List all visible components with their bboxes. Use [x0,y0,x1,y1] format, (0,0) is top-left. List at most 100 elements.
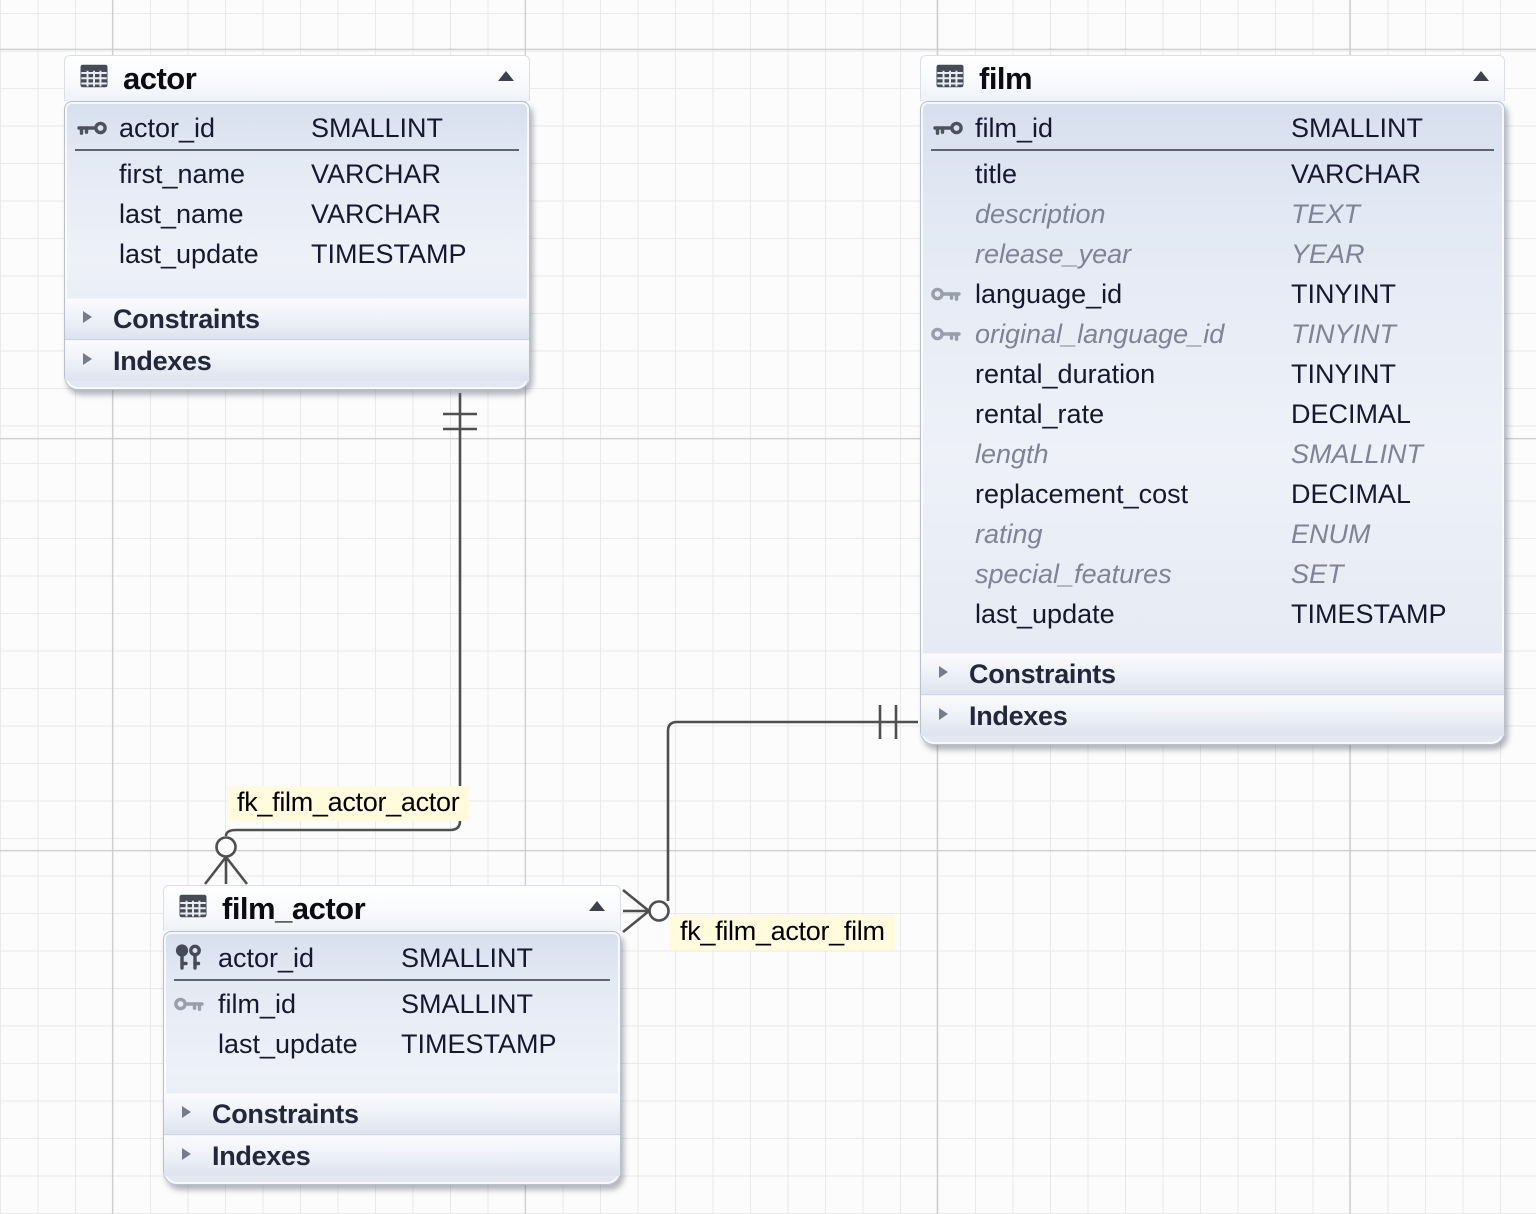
expand-triangle-icon[interactable] [937,664,949,685]
column-row-title[interactable]: title VARCHAR [921,154,1504,194]
pk-key-icon [75,119,119,137]
section-label: Indexes [969,700,1068,731]
column-name: film_id [975,112,1054,143]
one-mandatory-icon [878,705,898,739]
column-name: description [975,198,1106,229]
one-mandatory-icon [443,412,477,431]
column-type: TINYINT [1291,278,1396,309]
collapse-arrow-icon[interactable] [1472,69,1490,88]
expand-triangle-icon[interactable] [180,1104,192,1125]
column-type: SET [1291,558,1344,589]
expand-triangle-icon[interactable] [81,309,93,330]
column-row-rental_duration[interactable]: rental_duration TINYINT [921,354,1504,394]
column-name: last_update [218,1028,358,1059]
primary-key-separator [174,979,610,981]
column-name: last_name [119,198,244,229]
section-constraints[interactable]: Constraints [164,1093,620,1135]
column-type: SMALLINT [311,112,444,143]
column-type: TINYINT [1291,358,1396,389]
section-label: Constraints [969,658,1116,689]
column-row-rental_rate[interactable]: rental_rate DECIMAL [921,394,1504,434]
section-constraints[interactable]: Constraints [65,298,529,340]
section-label: Indexes [113,345,212,376]
column-type: SMALLINT [401,942,534,973]
crow-foot-many-icon [203,836,249,885]
column-row-language_id[interactable]: language_id TINYINT [921,274,1504,314]
section-indexes[interactable]: Indexes [65,340,529,381]
body-spacer [164,1064,620,1093]
column-name: original_language_id [975,318,1225,349]
fk-key-icon [174,995,218,1013]
column-type: VARCHAR [311,158,442,189]
table-header[interactable]: film [920,55,1505,101]
column-type: TEXT [1291,198,1361,229]
column-row-release_year[interactable]: release_year YEAR [921,234,1504,274]
section-indexes[interactable]: Indexes [164,1135,620,1176]
pk-key-icon [931,119,975,137]
column-row-last_update[interactable]: last_update TIMESTAMP [164,1024,620,1064]
table-grid-icon [935,61,965,96]
column-name: release_year [975,238,1132,269]
primary-key-separator [931,149,1494,151]
fk-key-icon [931,325,975,343]
column-row-actor_id[interactable]: actor_id SMALLINT [65,108,529,148]
column-name: actor_id [119,112,216,143]
column-type: TINYINT [1291,318,1396,349]
table-header[interactable]: film_actor [163,885,621,931]
table-grid-icon [178,891,208,926]
pk-fk-key-icon [174,944,218,972]
relationship-label-fk-film-actor-actor[interactable]: fk_film_actor_actor [227,786,470,821]
column-name: rental_rate [975,398,1105,429]
column-row-last_name[interactable]: last_name VARCHAR [65,194,529,234]
column-name: replacement_cost [975,478,1189,509]
table-name: film [979,60,1033,96]
expand-triangle-icon[interactable] [180,1146,192,1167]
table-header[interactable]: actor [64,55,530,101]
section-label: Constraints [113,303,260,334]
section-label: Constraints [212,1098,359,1129]
column-name: last_update [119,238,259,269]
table-name: actor [123,60,197,96]
crow-foot-many-icon [622,888,670,934]
column-row-original_language_id[interactable]: original_language_id TINYINT [921,314,1504,354]
section-constraints[interactable]: Constraints [921,653,1504,695]
column-name: title [975,158,1018,189]
relationship-line-fk-film-actor-actor[interactable] [203,393,477,885]
column-row-replacement_cost[interactable]: replacement_cost DECIMAL [921,474,1504,514]
column-row-description[interactable]: description TEXT [921,194,1504,234]
expand-triangle-icon[interactable] [81,351,93,372]
column-type: TIMESTAMP [401,1028,557,1059]
relationship-label-fk-film-actor-film[interactable]: fk_film_actor_film [670,915,895,950]
expand-triangle-icon[interactable] [937,706,949,727]
column-name: rental_duration [975,358,1156,389]
column-type: DECIMAL [1291,398,1412,429]
column-name: language_id [975,278,1123,309]
relationship-line-fk-film-actor-film[interactable] [622,705,918,934]
collapse-arrow-icon[interactable] [497,69,515,88]
column-type: SMALLINT [401,988,534,1019]
column-type: DECIMAL [1291,478,1412,509]
column-name: length [975,438,1049,469]
collapse-arrow-icon[interactable] [588,899,606,918]
column-type: VARCHAR [1291,158,1422,189]
fk-key-icon [931,285,975,303]
primary-key-separator [75,149,519,151]
column-type: VARCHAR [311,198,442,229]
section-indexes[interactable]: Indexes [921,695,1504,736]
column-type: YEAR [1291,238,1365,269]
